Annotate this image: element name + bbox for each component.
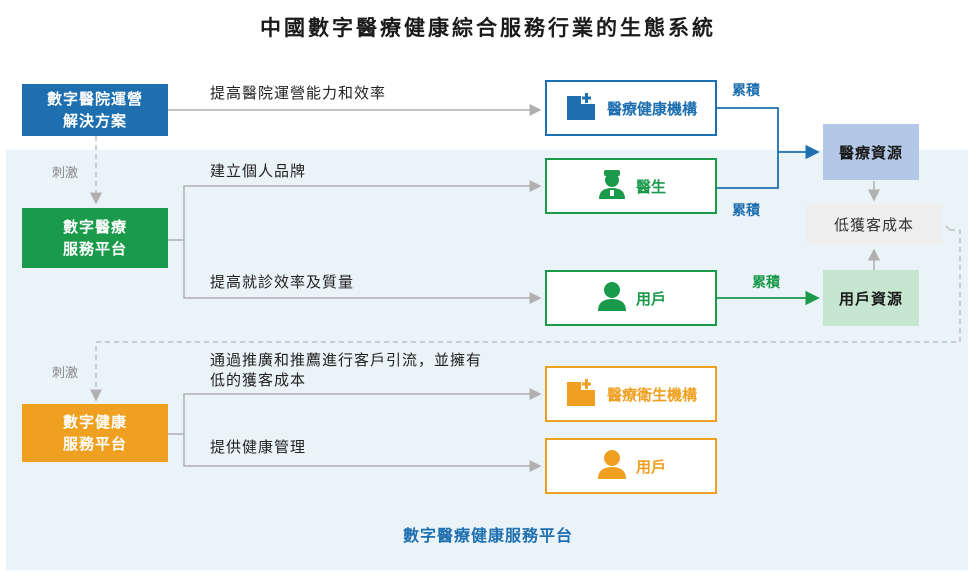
arrow-health-to-t5: [183, 434, 542, 472]
accumulate-label-1: 累積: [732, 83, 760, 99]
target-doctor: 醫生: [545, 158, 717, 214]
user-resource-box: 用戶資源: [823, 270, 919, 326]
accumulate-label-3: 累積: [752, 275, 780, 291]
path-label-hospital: 提高醫院運營能力和效率: [210, 84, 387, 102]
medical-platform-box: 數字醫療 服務平台: [22, 208, 168, 268]
panel-label: 數字醫療健康服務平台: [402, 526, 573, 545]
target-healthcare-institution: 醫療健康機構: [545, 80, 717, 136]
target-label: 用戶: [635, 457, 666, 476]
arrow-medical-to-t3: [183, 240, 542, 304]
diagram-title: 中國數字醫療健康綜合服務行業的生態系統: [260, 16, 716, 40]
target-label: 醫療衛生機構: [606, 385, 697, 404]
target-user-health: 用戶: [545, 438, 717, 494]
stimulus-line-2: [90, 229, 961, 402]
target-label: 用戶: [635, 289, 666, 308]
stimulus-arrowhead-tail: [945, 225, 951, 231]
stimulus-label-2: 刺激: [52, 366, 79, 381]
medical-resource-box: 醫療資源: [823, 124, 919, 180]
target-label: 醫療健康機構: [606, 99, 697, 118]
accumulate-line-t1: [716, 107, 779, 152]
target-health-institution: 醫療衛生機構: [545, 366, 717, 422]
stimulus-label-1: 刺激: [52, 166, 79, 181]
path-label-brand: 建立個人品牌: [210, 162, 307, 180]
hospital-icon: [565, 92, 599, 124]
hospital-icon: [565, 378, 599, 410]
path-label-health-mgmt: 提供健康管理: [210, 438, 307, 456]
target-label: 醫生: [635, 177, 666, 196]
accumulate-line-t2: [716, 152, 779, 189]
low-acquisition-cost-box: 低獲客成本: [806, 204, 942, 244]
arrow-medical-to-t2: [168, 180, 542, 241]
path-label-referral: 通過推廣和推薦進行客戶引流，並擁有 低的獲客成本: [210, 351, 483, 389]
target-user: 用戶: [545, 270, 717, 326]
health-platform-box: 數字健康 服務平台: [22, 404, 168, 462]
user-icon: [596, 449, 628, 483]
doctor-icon: [596, 169, 628, 203]
arrow-health-to-t4: [168, 388, 542, 435]
hospital-solution-box: 數字醫院運營 解決方案: [22, 84, 168, 136]
user-icon: [596, 281, 628, 315]
path-label-efficiency: 提高就診效率及質量: [210, 273, 355, 291]
accumulate-label-2: 累積: [732, 203, 760, 219]
